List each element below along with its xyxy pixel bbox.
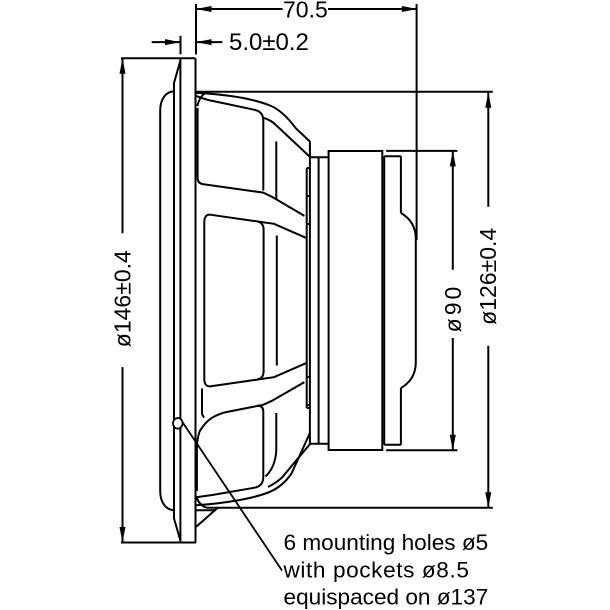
svg-text:ø90: ø90 (440, 284, 466, 333)
svg-text:equispaced on ø137: equispaced on ø137 (284, 585, 489, 610)
svg-text:70.5: 70.5 (283, 0, 328, 22)
svg-text:5.0±0.2: 5.0±0.2 (229, 29, 309, 56)
svg-text:with pockets ø8.5: with pockets ø8.5 (283, 558, 470, 583)
svg-text:6 mounting holes ø5: 6 mounting holes ø5 (284, 530, 489, 555)
svg-text:ø146±0.4: ø146±0.4 (110, 250, 136, 347)
svg-text:ø126±0.4: ø126±0.4 (475, 228, 501, 325)
